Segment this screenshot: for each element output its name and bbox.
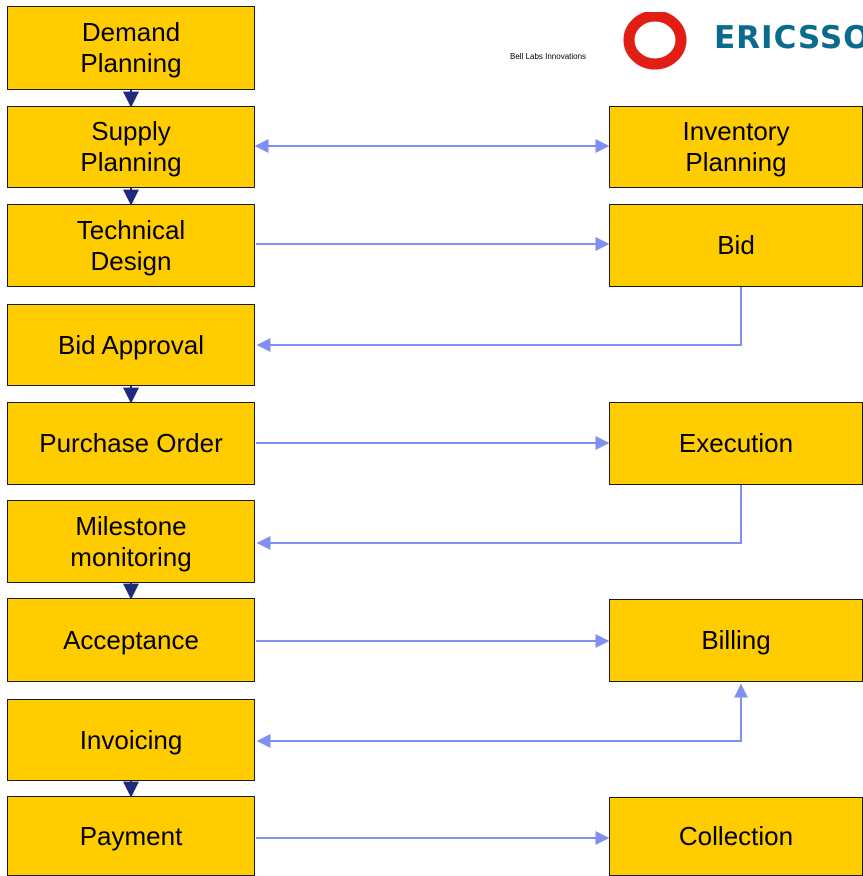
node-label: Payment — [79, 820, 183, 851]
node-label: Billing — [701, 625, 771, 655]
node-label: Demand Planning — [80, 17, 182, 78]
node-milestone-monitoring: Milestone monitoring — [7, 500, 255, 583]
node-label: Acceptance — [63, 624, 199, 655]
node-demand-planning: Demand Planning — [7, 6, 255, 90]
node-label: Purchase Order — [39, 428, 223, 458]
node-billing: Billing — [609, 599, 863, 682]
node-label: Bid — [717, 230, 755, 260]
node-label: Inventory Planning — [682, 116, 790, 177]
node-label: Invoicing — [79, 724, 183, 755]
logo-tagline: Bell Labs Innovations — [510, 52, 587, 61]
node-purchase-order: Purchase Order — [7, 402, 255, 485]
node-label: Milestone monitoring — [70, 510, 192, 572]
node-execution: Execution — [609, 402, 863, 485]
node-label: Execution — [678, 428, 794, 458]
node-inventory-planning: Inventory Planning — [609, 106, 863, 188]
node-label: Collection — [678, 821, 794, 851]
logo-brand: ERICSSON — [714, 20, 863, 56]
node-invoicing: Invoicing — [7, 699, 255, 781]
node-label: Technical Design — [76, 214, 186, 276]
node-acceptance: Acceptance — [7, 598, 255, 682]
ericsson-ring-icon — [623, 12, 687, 70]
node-bid-approval: Bid Approval — [7, 304, 255, 386]
node-supply-planning: Supply Planning — [7, 106, 255, 188]
node-payment: Payment — [7, 796, 255, 876]
node-collection: Collection — [609, 797, 863, 876]
arrow-invoicing-billing — [256, 683, 748, 748]
node-label: Supply Planning — [80, 116, 182, 177]
node-technical-design: Technical Design — [7, 204, 255, 287]
node-label: Bid Approval — [58, 329, 204, 360]
node-bid: Bid — [609, 204, 863, 287]
arrow-bid-to-bidapproval — [256, 287, 742, 352]
arrow-execution-to-milestone — [256, 485, 742, 550]
